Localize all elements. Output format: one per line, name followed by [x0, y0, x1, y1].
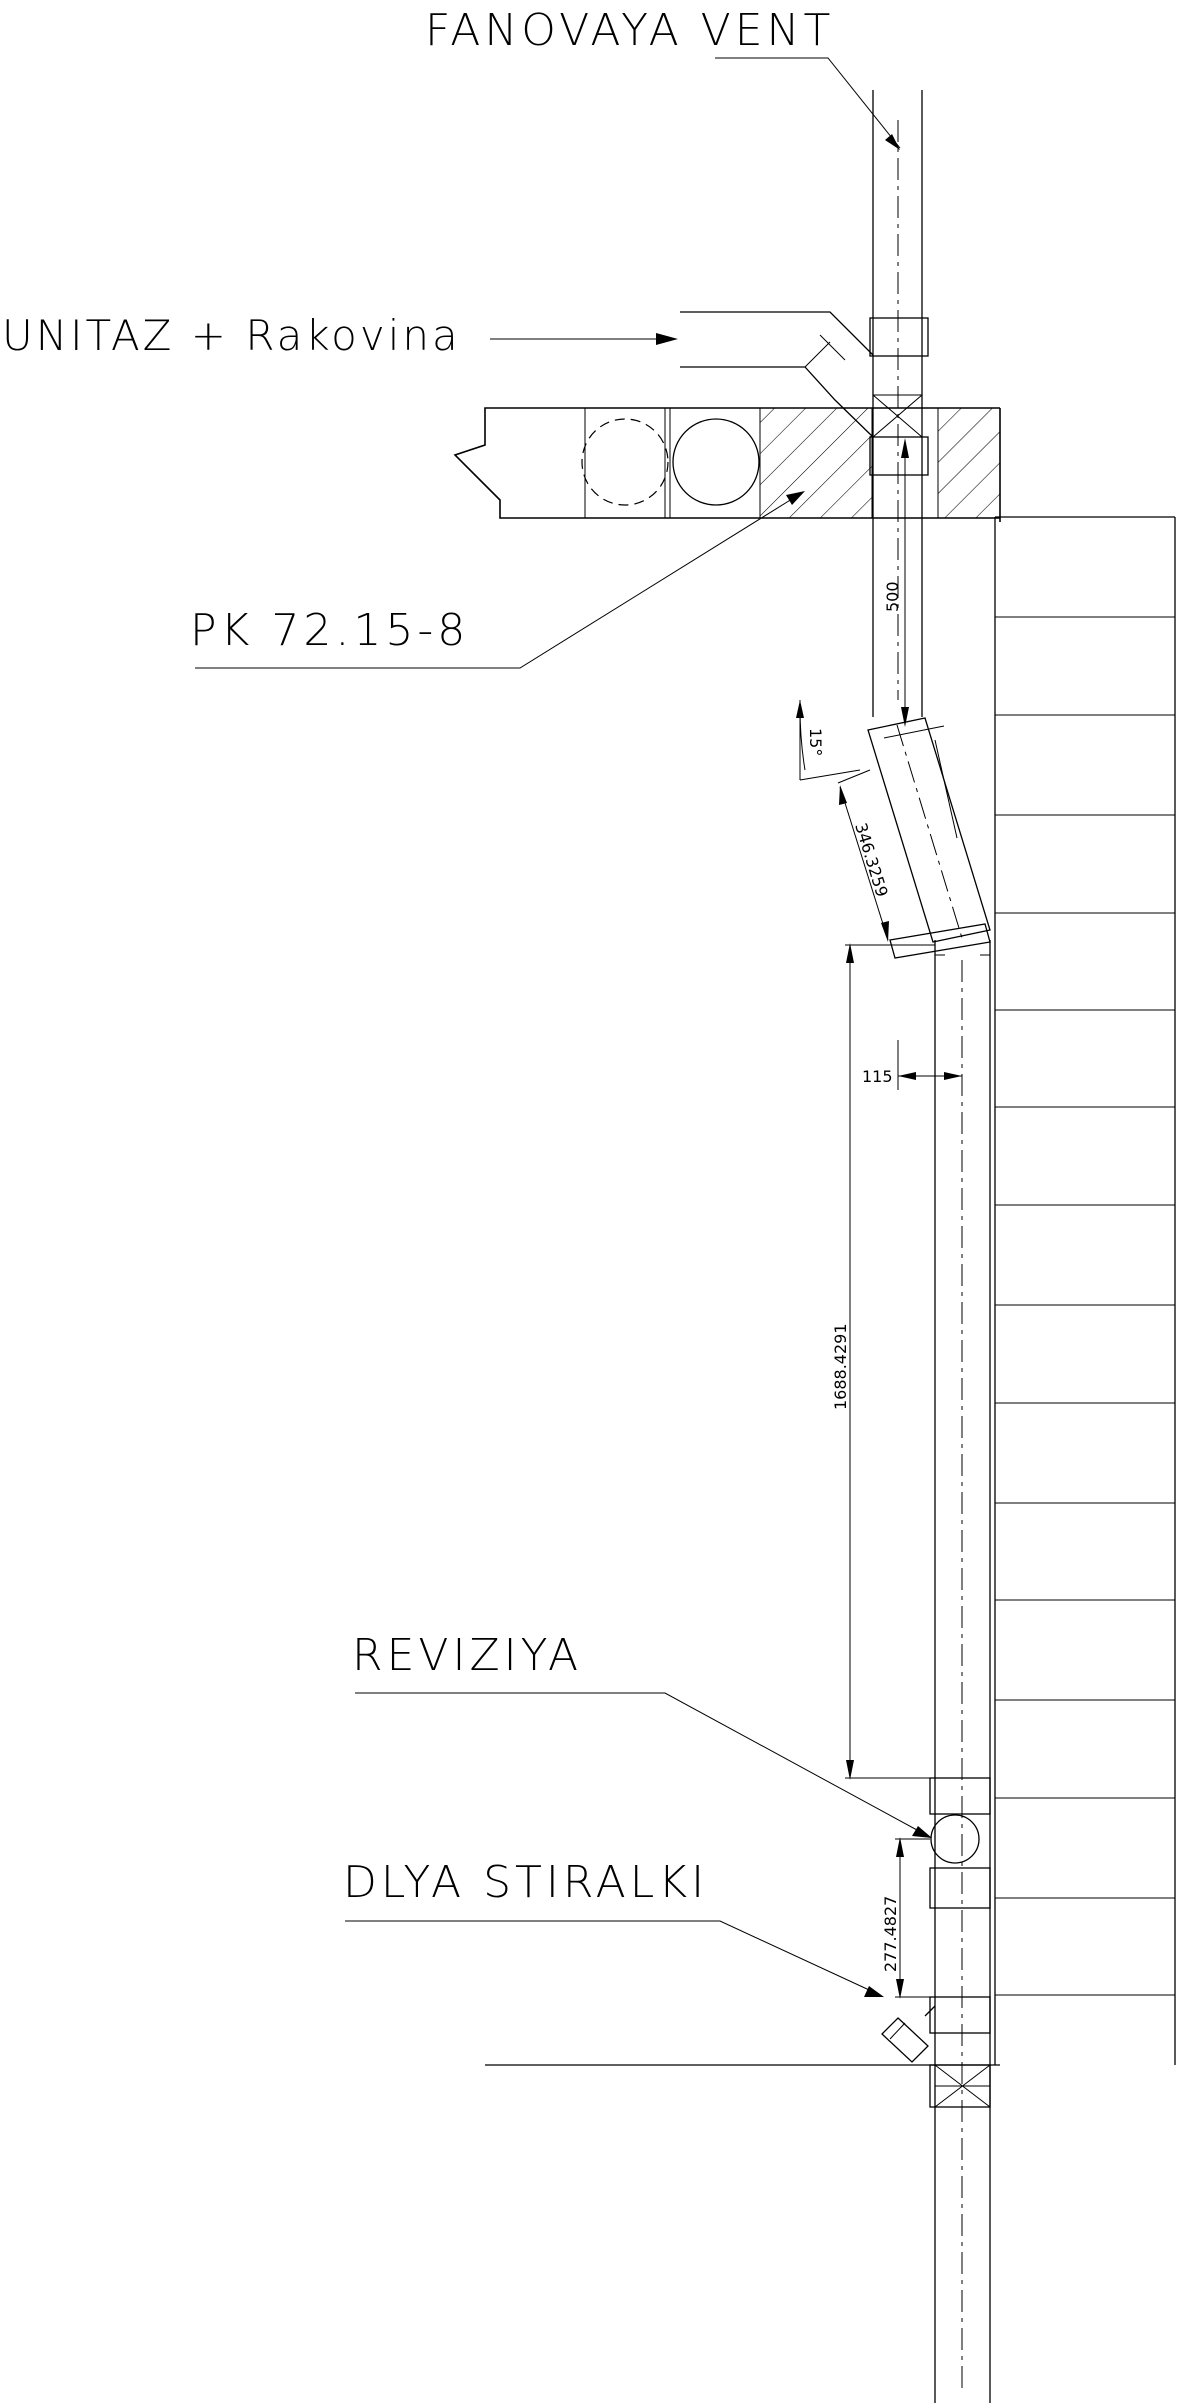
- dim-offset-label: 115: [862, 1067, 893, 1086]
- leaders: [195, 57, 932, 1997]
- label-revision: REVIZIYA: [352, 1630, 582, 1681]
- lower-stack: [881, 940, 991, 2403]
- dimension-drop: 1688.4291: [831, 943, 935, 1780]
- dim-bend-label: 346.3259: [851, 821, 891, 900]
- dim-angle-label: 15°: [806, 728, 825, 756]
- dimension-angle: 15°: [796, 700, 861, 781]
- floor-slab: [453, 407, 1001, 522]
- label-slab: PK 72.15-8: [190, 605, 469, 656]
- dim-500-label: 500: [883, 581, 902, 612]
- dimension-lower: 277.4827: [881, 1837, 930, 1999]
- brick-wall: [994, 516, 1176, 2065]
- dimension-500: 500: [883, 438, 909, 727]
- dimension-offset: 115: [862, 1040, 962, 1090]
- dim-lower-label: 277.4827: [881, 1896, 900, 1972]
- label-toilet-sink: UNITAZ + Rakovina: [2, 311, 461, 360]
- label-vent: FANOVAYA VENT: [425, 5, 834, 56]
- vent-stack: [680, 90, 929, 717]
- label-washer: DLYA STIRALKI: [343, 1857, 708, 1908]
- dim-drop-label: 1688.4291: [831, 1323, 850, 1410]
- dimension-bend: 346.3259: [837, 769, 892, 942]
